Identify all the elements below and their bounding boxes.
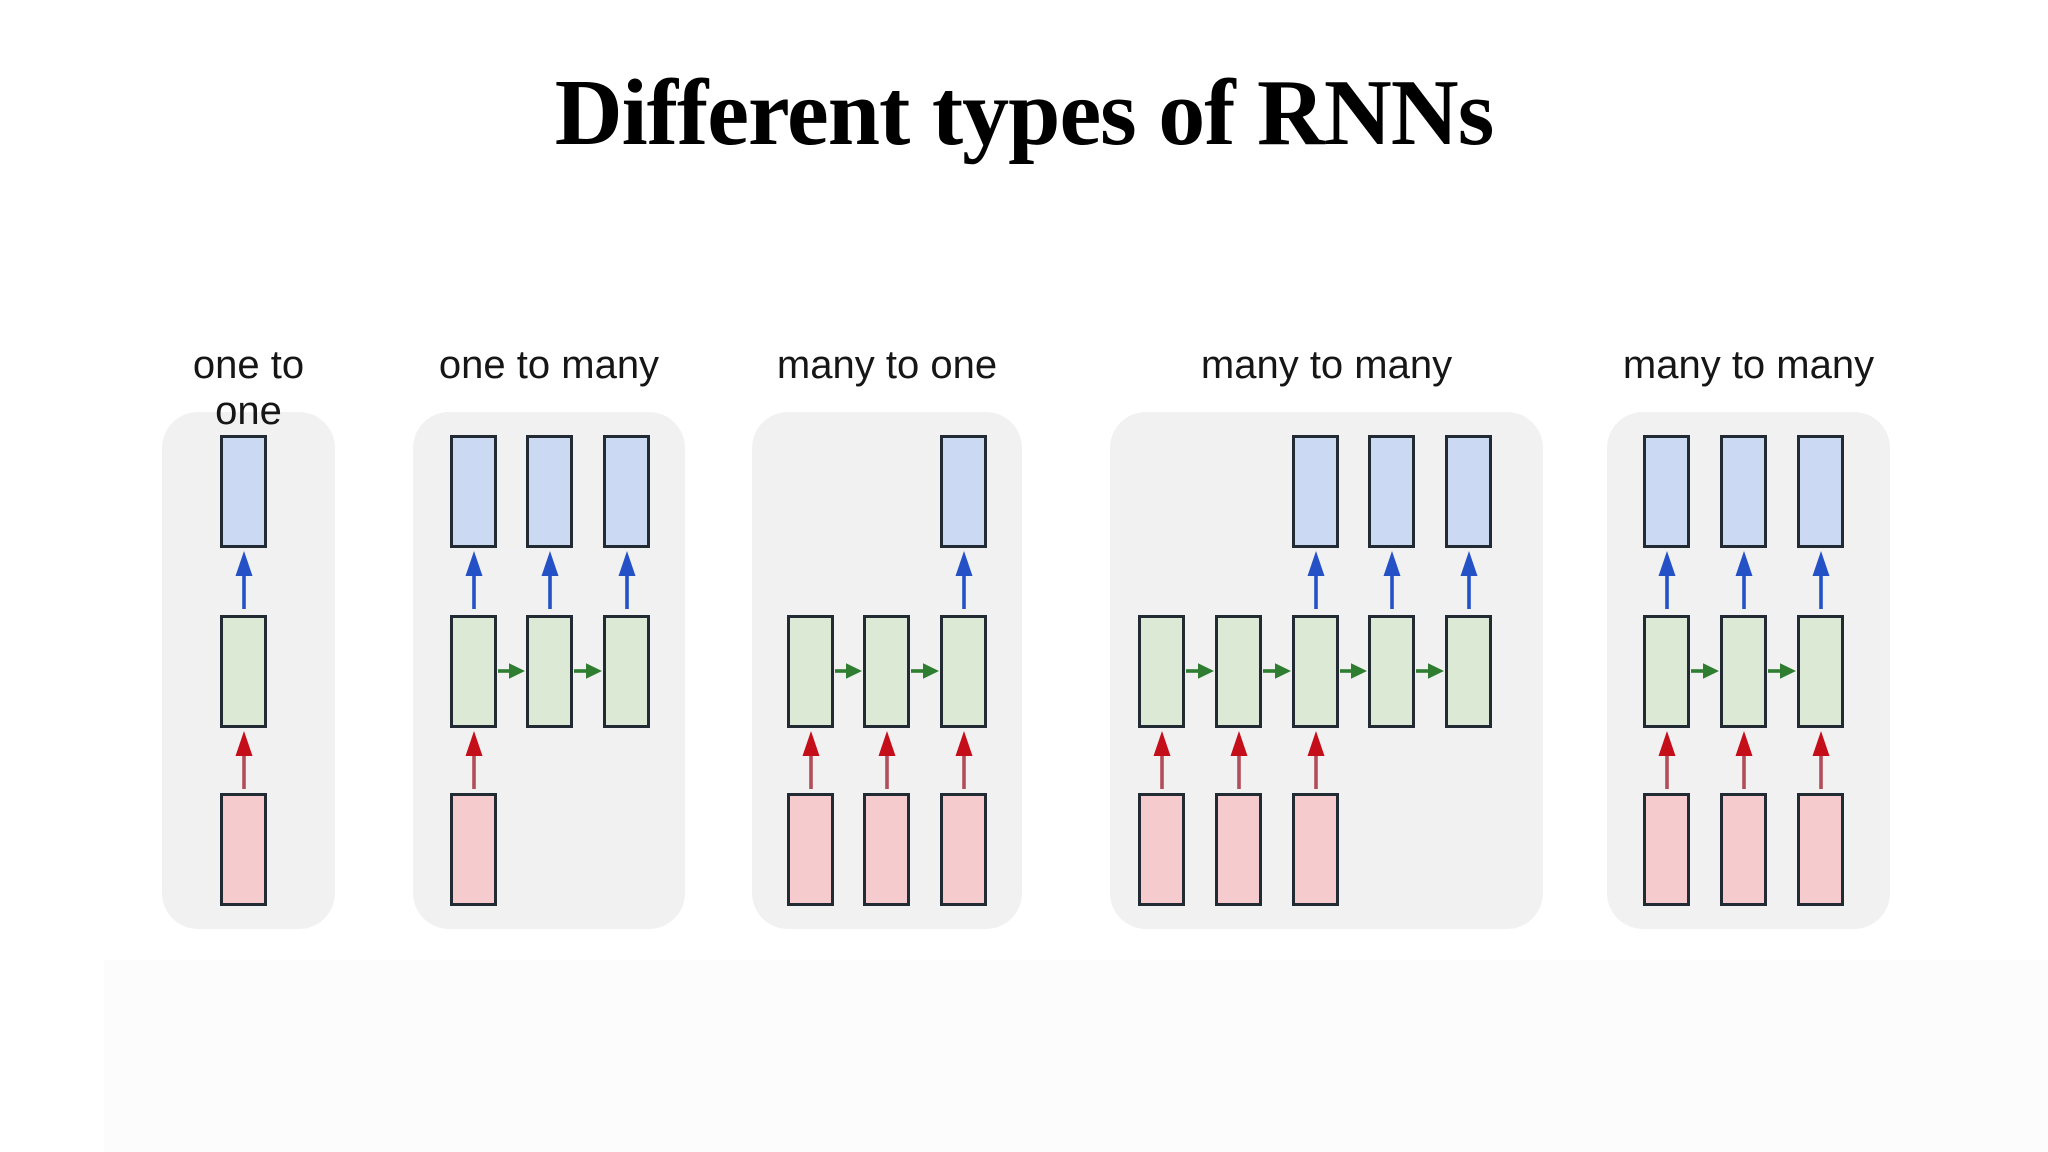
hidden-state-box <box>1215 615 1262 728</box>
output-arrow-icon <box>1307 551 1324 609</box>
output-box <box>1292 435 1339 548</box>
hidden-state-box <box>603 615 650 728</box>
input-box <box>1138 793 1185 906</box>
hidden-state-box <box>1797 615 1844 728</box>
input-arrow-icon <box>1153 731 1170 789</box>
output-box <box>1797 435 1844 548</box>
input-box <box>220 793 267 906</box>
input-box <box>1720 793 1767 906</box>
input-arrow-icon <box>955 731 972 789</box>
output-arrow-icon <box>235 551 252 609</box>
output-arrow-icon <box>955 551 972 609</box>
hidden-state-box <box>220 615 267 728</box>
hidden-state-box <box>1720 615 1767 728</box>
output-arrow-icon <box>1658 551 1675 609</box>
recurrent-arrow-icon <box>1691 663 1719 679</box>
output-arrow-icon <box>465 551 482 609</box>
hidden-state-box <box>787 615 834 728</box>
slide-title: Different types of RNNs <box>554 61 1495 165</box>
panel-label: one to many <box>438 343 660 387</box>
recurrent-arrow-icon <box>574 663 602 679</box>
recurrent-arrow-icon <box>911 663 939 679</box>
panel-label: many to many <box>1622 343 1875 387</box>
hidden-state-box <box>1445 615 1492 728</box>
output-arrow-icon <box>618 551 635 609</box>
input-arrow-icon <box>235 731 252 789</box>
output-box <box>1368 435 1415 548</box>
panel-label: many to one <box>776 343 998 387</box>
hidden-state-box <box>1138 615 1185 728</box>
input-box <box>1643 793 1690 906</box>
hidden-state-box <box>940 615 987 728</box>
input-box <box>1292 793 1339 906</box>
output-arrow-icon <box>1735 551 1752 609</box>
recurrent-arrow-icon <box>1340 663 1367 679</box>
input-box <box>1215 793 1262 906</box>
recurrent-arrow-icon <box>1768 663 1796 679</box>
input-box <box>450 793 497 906</box>
output-arrow-icon <box>541 551 558 609</box>
output-arrow-icon <box>1383 551 1400 609</box>
output-arrow-icon <box>1812 551 1829 609</box>
recurrent-arrow-icon <box>498 663 525 679</box>
input-box <box>940 793 987 906</box>
output-box <box>450 435 497 548</box>
input-arrow-icon <box>1230 731 1247 789</box>
input-arrow-icon <box>1735 731 1752 789</box>
output-box <box>603 435 650 548</box>
hidden-state-box <box>526 615 573 728</box>
input-arrow-icon <box>1658 731 1675 789</box>
hidden-state-box <box>1368 615 1415 728</box>
hidden-state-box <box>1643 615 1690 728</box>
input-arrow-icon <box>1812 731 1829 789</box>
input-box <box>863 793 910 906</box>
hidden-state-box <box>863 615 910 728</box>
output-box <box>220 435 267 548</box>
recurrent-arrow-icon <box>1186 663 1214 679</box>
output-box <box>1445 435 1492 548</box>
input-arrow-icon <box>878 731 895 789</box>
output-box <box>1643 435 1690 548</box>
hidden-state-box <box>1292 615 1339 728</box>
output-box <box>940 435 987 548</box>
output-arrow-icon <box>1460 551 1477 609</box>
input-box <box>787 793 834 906</box>
input-arrow-icon <box>802 731 819 789</box>
output-box <box>526 435 573 548</box>
output-box <box>1720 435 1767 548</box>
bottom-band <box>104 960 2048 1152</box>
input-arrow-icon <box>1307 731 1324 789</box>
panel-label: many to many <box>1200 343 1453 387</box>
recurrent-arrow-icon <box>835 663 862 679</box>
input-box <box>1797 793 1844 906</box>
recurrent-arrow-icon <box>1263 663 1291 679</box>
input-arrow-icon <box>465 731 482 789</box>
hidden-state-box <box>450 615 497 728</box>
recurrent-arrow-icon <box>1416 663 1444 679</box>
panel-label: one to one <box>192 343 305 433</box>
